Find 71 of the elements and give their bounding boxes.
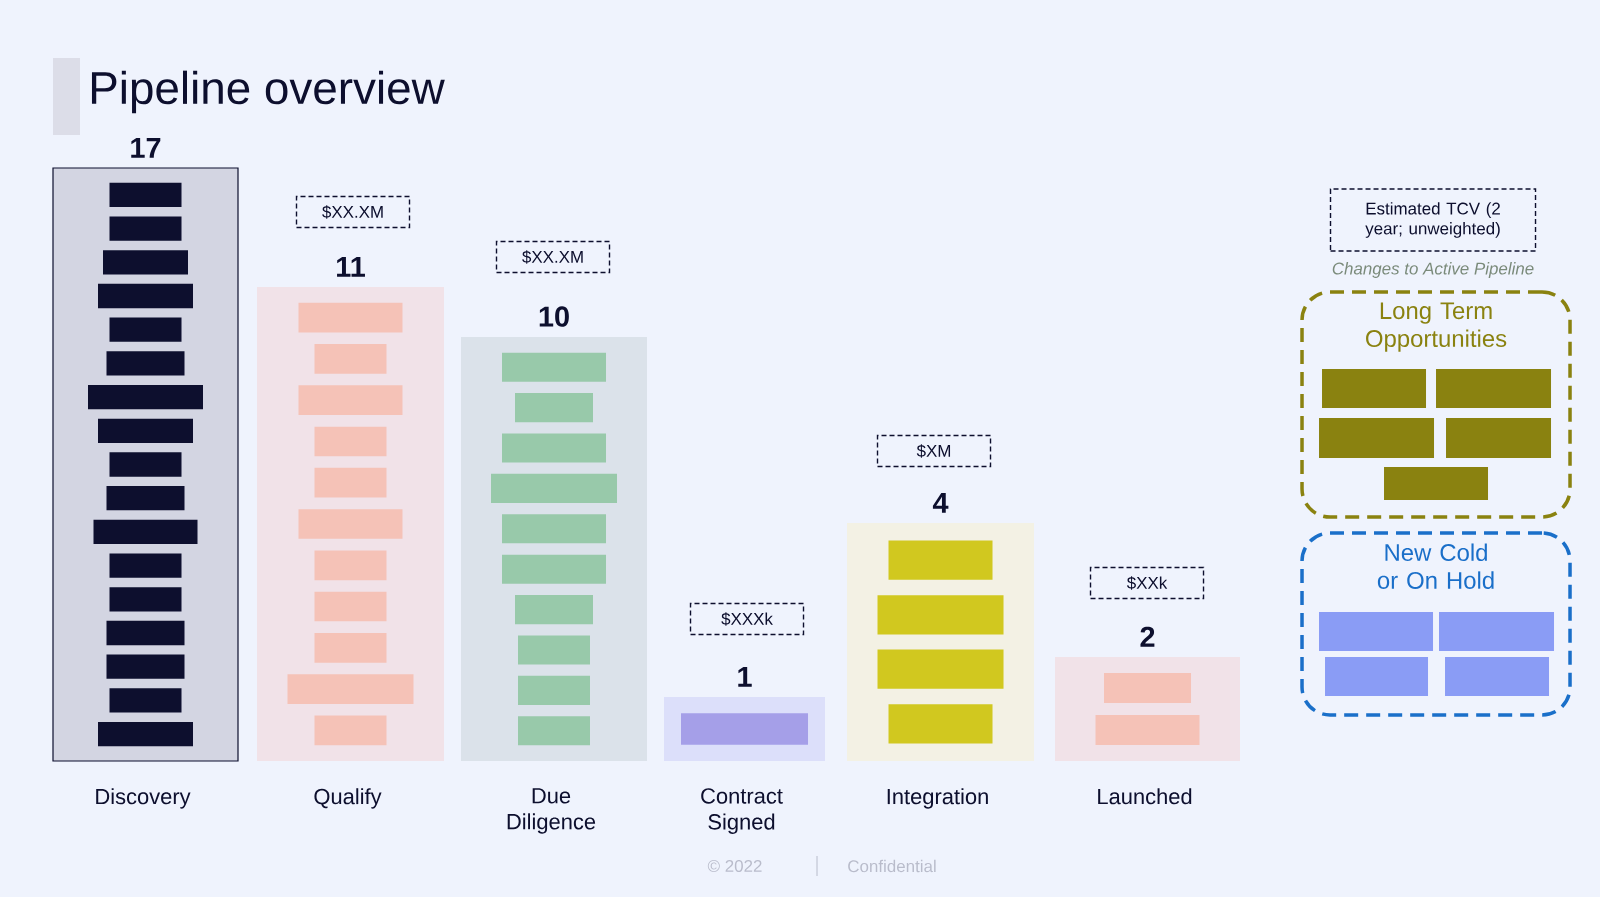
redacted-block [502,554,606,584]
redacted-block [287,674,414,704]
redacted-block [1325,657,1428,696]
redacted-block [98,418,193,443]
legend-box: Estimated TCV (2 year; unweighted) [1329,188,1537,252]
redacted-block [98,721,193,747]
redacted-block [298,385,403,416]
redacted-block [109,587,182,612]
redacted-block [298,509,403,539]
redacted-block [109,216,182,241]
value-box: $XX.XM [295,195,411,229]
redacted-block [1319,418,1434,458]
value-box: $XX.XM [495,240,611,274]
redacted-block [109,452,182,477]
redacted-block [314,467,387,498]
redacted-block [98,283,193,309]
group-box: Long Term Opportunities [1300,290,1572,519]
redacted-block [314,632,387,663]
redacted-block [109,688,182,713]
redacted-block [1445,657,1549,696]
redacted-block [502,433,606,463]
count-label: 2 [1140,626,1155,647]
redacted-block [103,250,188,275]
redacted-block [1439,612,1554,651]
redacted-block [681,713,808,745]
redacted-block [93,519,198,545]
redacted-block [314,550,387,581]
count-label: 1 [738,666,752,687]
redacted-block [518,675,590,705]
redacted-block [502,514,606,544]
count-label: 4 [932,492,949,513]
stage-label: Integration [887,788,988,809]
value-box: $XM [876,434,992,468]
redacted-block [1322,369,1426,408]
redacted-block [1384,467,1488,500]
count-label: 10 [539,306,569,327]
stage-label: Launched [1098,788,1192,805]
stage-label: Qualify [314,788,382,809]
redacted-block [518,716,590,746]
redacted-block [491,473,617,503]
redacted-block [314,591,387,622]
redacted-block [515,595,593,625]
count-label: 17 [131,137,161,158]
redacted-block [1095,714,1200,746]
stage-label: Contract Signed [701,788,783,834]
redacted-block [877,649,1004,689]
redacted-block [106,486,185,511]
stage-label: Due Diligence [507,788,596,834]
redacted-block [314,715,387,746]
redacted-block [1319,612,1433,651]
redacted-block [109,553,182,578]
count-label: 11 [337,256,365,277]
redacted-block [515,393,593,423]
redacted-block [1104,672,1191,704]
redacted-block [298,302,403,333]
redacted-block [88,384,203,410]
redacted-block [314,426,387,457]
redacted-block [106,351,185,376]
redacted-block [888,540,993,580]
title-drawing: Pipeline overview [53,58,445,135]
redacted-block [1446,418,1551,458]
redacted-block [518,635,590,665]
value-box: $XXXk [689,602,805,636]
redacted-block [888,704,993,744]
redacted-block [877,595,1004,635]
redacted-block [1436,369,1551,408]
stage-label: Discovery [96,788,191,809]
value-box: $XXk [1089,566,1205,600]
redacted-block [502,352,606,382]
redacted-block [314,344,387,374]
group-box: New Cold or On Hold [1300,531,1572,717]
